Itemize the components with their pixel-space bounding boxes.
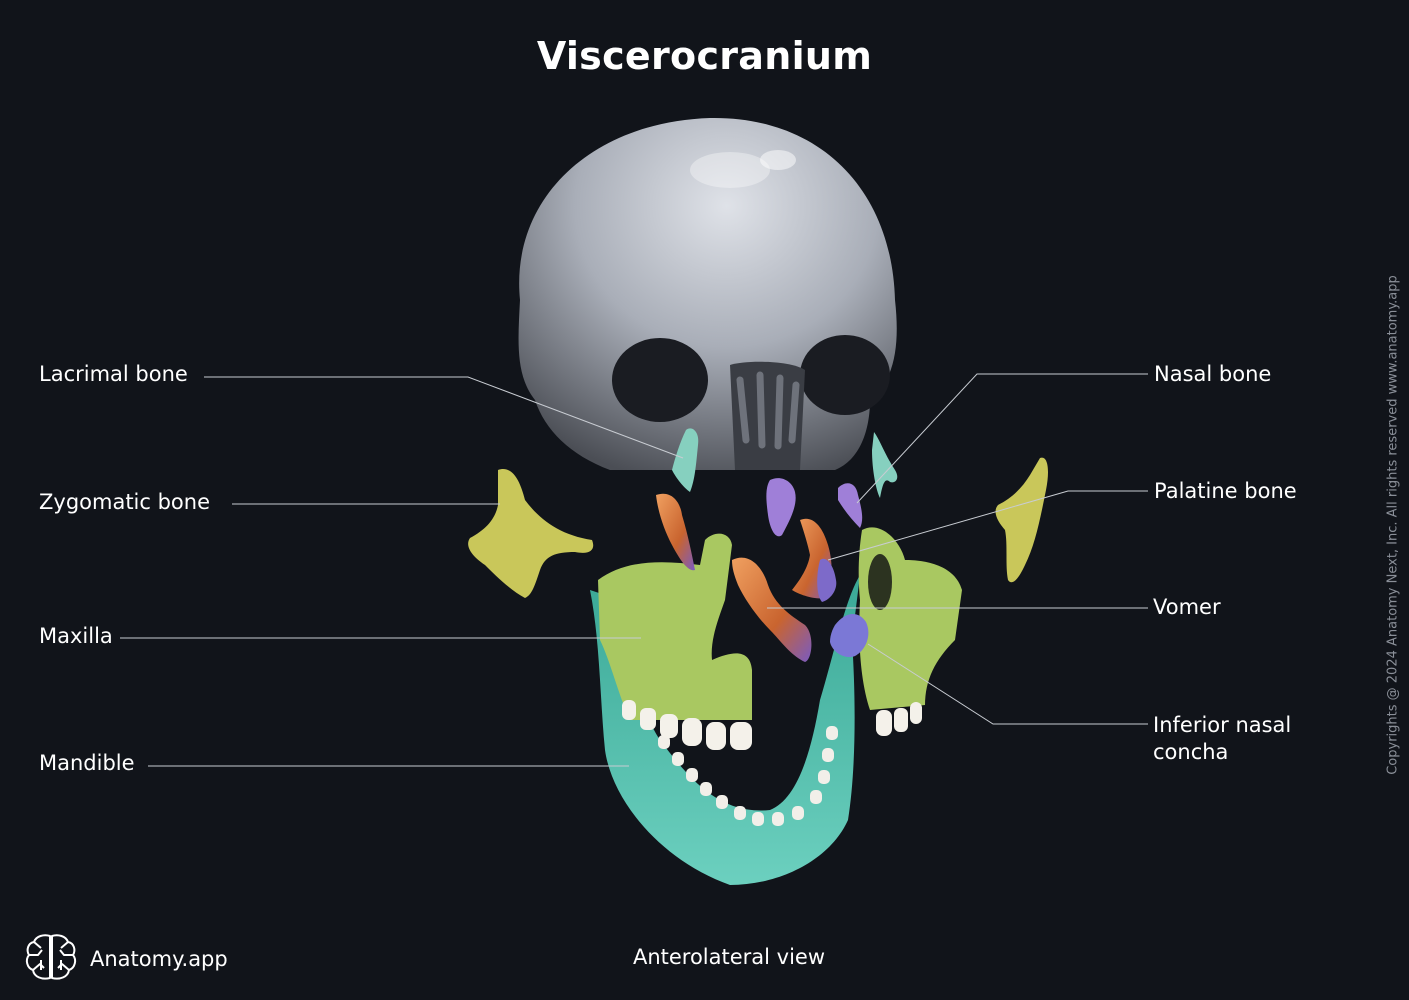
palatine-bone-left-shape: [656, 493, 695, 571]
maxilla-right-shape: [858, 527, 962, 736]
brand-name: Anatomy.app: [90, 947, 228, 971]
zygomatic-right-shape: [995, 457, 1048, 583]
zygomatic-left-shape: [468, 469, 594, 598]
label-nasal-bone: Nasal bone: [1154, 362, 1272, 386]
palatine-bone-center-shape: [732, 557, 812, 662]
label-mandible: Mandible: [39, 751, 135, 775]
label-inferior-nasal-concha-line1: Inferior nasal: [1153, 713, 1292, 737]
page-title: Viscerocranium: [536, 34, 873, 78]
mandible-shape: [590, 575, 860, 885]
label-maxilla: Maxilla: [39, 624, 113, 648]
leader-nasal-bone: [856, 373, 1148, 504]
maxilla-left-shape: [598, 533, 752, 750]
nasal-bone-left-shape: [766, 478, 796, 537]
label-lacrimal-bone: Lacrimal bone: [39, 362, 188, 386]
leader-lacrimal-bone: [204, 376, 684, 459]
label-palatine-bone: Palatine bone: [1154, 479, 1297, 503]
brain-icon: [24, 932, 78, 986]
label-zygomatic-bone: Zygomatic bone: [39, 490, 211, 514]
vomer-shape: [817, 558, 837, 602]
copyright-notice: Copyrights @ 2024 Anatomy Next, Inc. All…: [1385, 275, 1401, 775]
lacrimal-bone-shape: [672, 428, 699, 492]
lacrimal-bone-right-shape: [872, 432, 898, 498]
brand-logo[interactable]: Anatomy.app: [24, 933, 228, 985]
cranium-shape: [518, 117, 897, 470]
leader-palatine-bone: [827, 490, 1148, 561]
label-inferior-nasal-concha: Inferior nasal concha: [1153, 712, 1291, 766]
label-inferior-nasal-concha-line2: concha: [1153, 740, 1229, 764]
view-label: Anterolateral view: [632, 945, 826, 969]
leader-inferior-nasal-concha: [867, 643, 1148, 725]
nasal-bone-right-shape: [838, 483, 863, 528]
inferior-nasal-concha-shape: [830, 614, 869, 658]
label-vomer: Vomer: [1153, 595, 1221, 619]
